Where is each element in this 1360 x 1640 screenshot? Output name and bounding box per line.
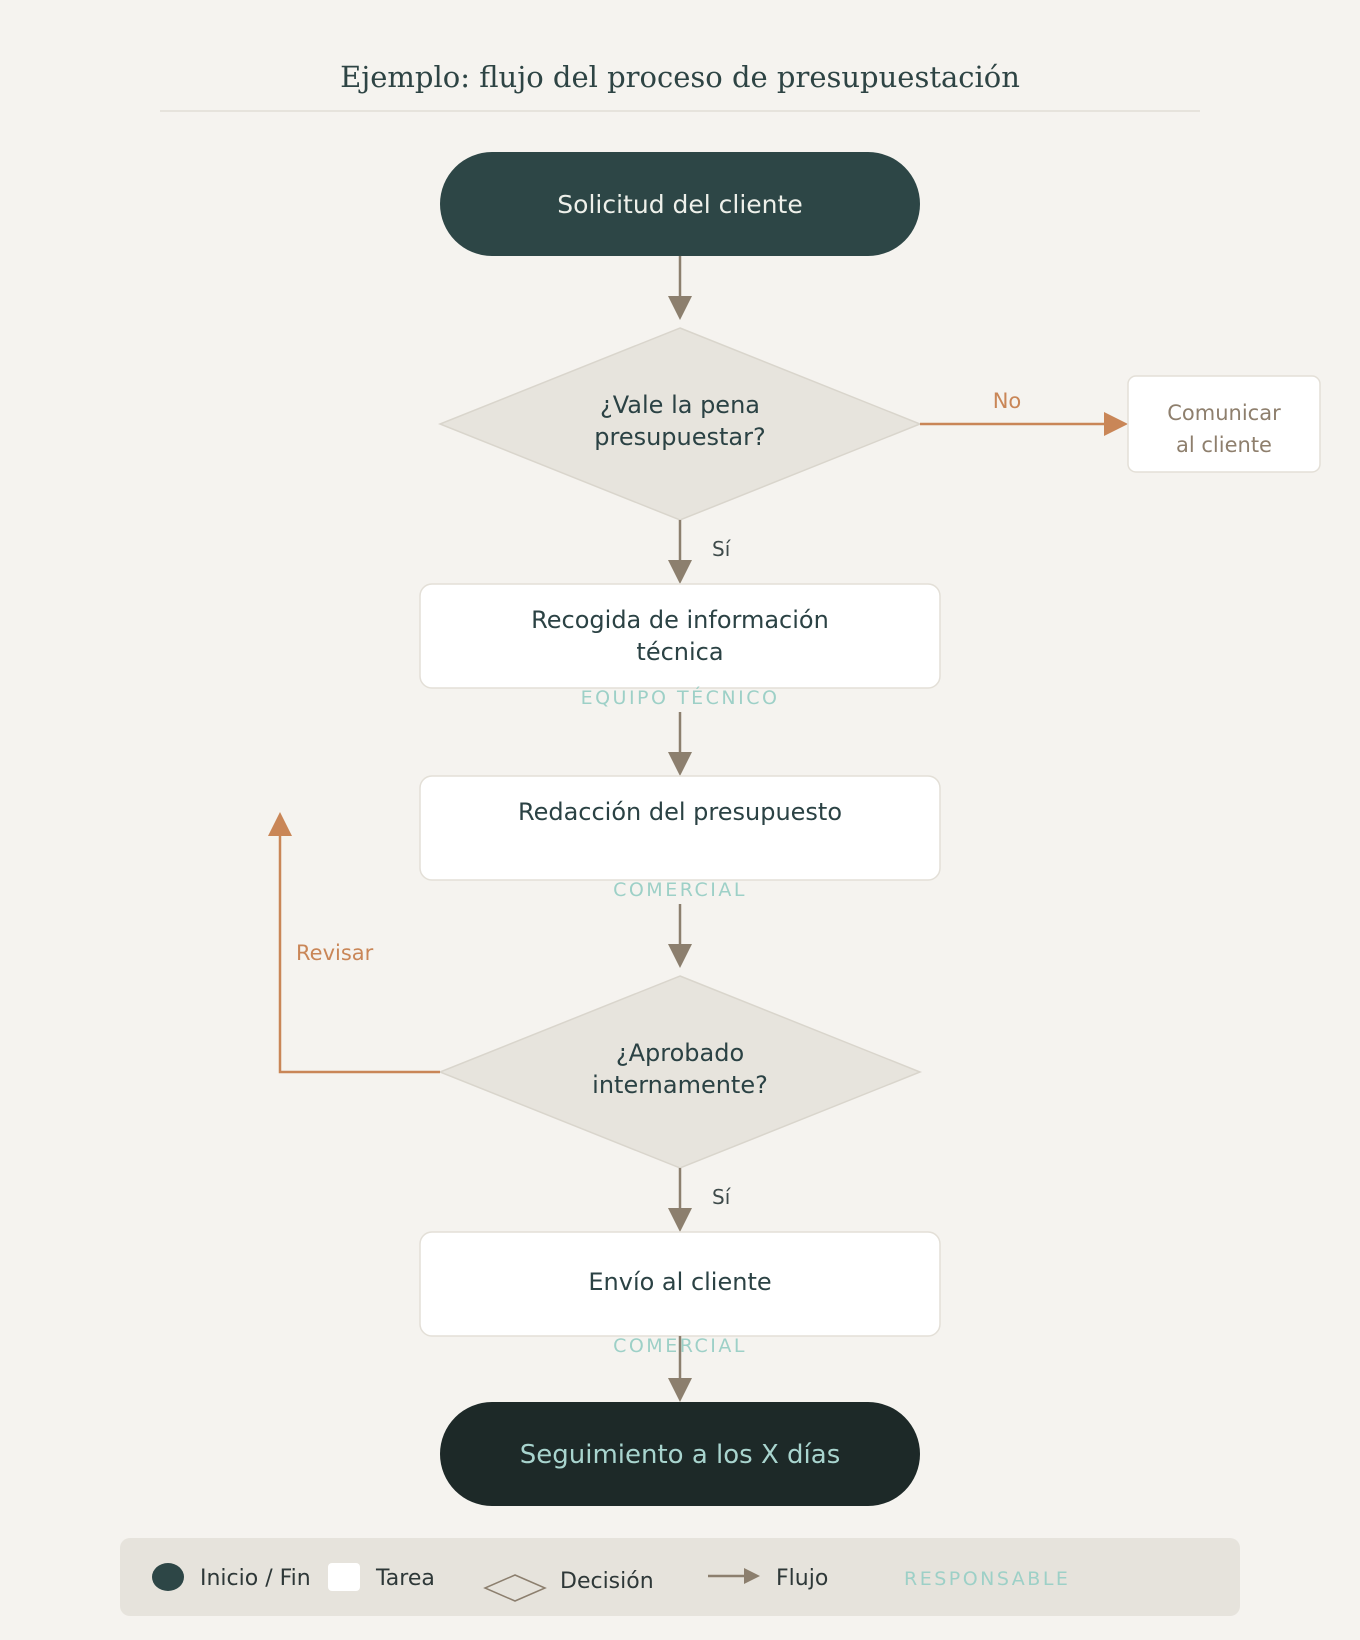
legend-flow-arrow — [708, 1568, 760, 1584]
decision-worth-quoting: ¿Vale la pena presupuestar? — [437, 327, 923, 521]
role-commercial: COMERCIAL — [613, 1335, 747, 1357]
task-gather-line1: Recogida de información — [531, 606, 829, 634]
notify-client-line1: Comunicar — [1167, 401, 1281, 425]
no-label: No — [993, 389, 1022, 413]
no-branch-arrow — [920, 412, 1128, 436]
decision-approved-line2: internamente? — [592, 1071, 768, 1099]
flow-arrow — [668, 520, 692, 584]
notify-client-node: Comunicar al cliente — [1127, 375, 1321, 473]
task-gather-technical-info: Recogida de información técnica — [419, 583, 941, 689]
flow-arrow — [668, 256, 692, 320]
start-node: Solicitud del cliente — [440, 152, 920, 256]
flow-arrow — [668, 1168, 692, 1232]
start-node-label: Solicitud del cliente — [557, 190, 802, 219]
legend-start-end-label: Inicio / Fin — [200, 1566, 311, 1591]
notify-client-line2: al cliente — [1176, 433, 1272, 457]
task-send-label: Envío al cliente — [588, 1268, 771, 1296]
flow-arrow — [668, 904, 692, 968]
legend: Inicio / Fin Tarea Decisión Flujo RESPON… — [120, 1538, 1240, 1616]
task-gather-line2: técnica — [636, 638, 723, 666]
decision-worth-quoting-line2: presupuestar? — [594, 423, 766, 451]
decision-approved-line1: ¿Aprobado — [616, 1039, 744, 1067]
legend-task-swatch — [328, 1563, 360, 1591]
legend-flow-label: Flujo — [776, 1566, 828, 1591]
legend-terminal-swatch — [152, 1563, 184, 1591]
legend-responsible-label: RESPONSABLE — [904, 1568, 1070, 1590]
decision-approved-internally: ¿Aprobado internamente? — [437, 975, 923, 1169]
legend-decision-swatch — [483, 1574, 547, 1602]
revise-label: Revisar — [296, 941, 374, 965]
task-draft-quote: Redacción del presupuesto — [419, 775, 941, 881]
task-send-to-client: Envío al cliente — [419, 1231, 941, 1337]
flow-arrow — [668, 712, 692, 776]
legend-decision-label: Decisión — [560, 1569, 654, 1594]
diagram-title: Ejemplo: flujo del proceso de presupuest… — [340, 60, 1020, 94]
legend-task-label: Tarea — [375, 1566, 435, 1591]
role-commercial: COMERCIAL — [613, 879, 747, 901]
end-node-label: Seguimiento a los X días — [520, 1440, 841, 1470]
yes-label: Sí — [712, 1185, 732, 1209]
decision-worth-quoting-line1: ¿Vale la pena — [600, 391, 760, 419]
task-draft-label: Redacción del presupuesto — [518, 798, 842, 826]
end-node: Seguimiento a los X días — [440, 1402, 920, 1506]
revise-loop-arrow — [268, 812, 440, 1074]
flow-arrow — [668, 1336, 692, 1402]
role-technical-team: EQUIPO TÉCNICO — [581, 686, 780, 709]
yes-label: Sí — [712, 537, 732, 561]
